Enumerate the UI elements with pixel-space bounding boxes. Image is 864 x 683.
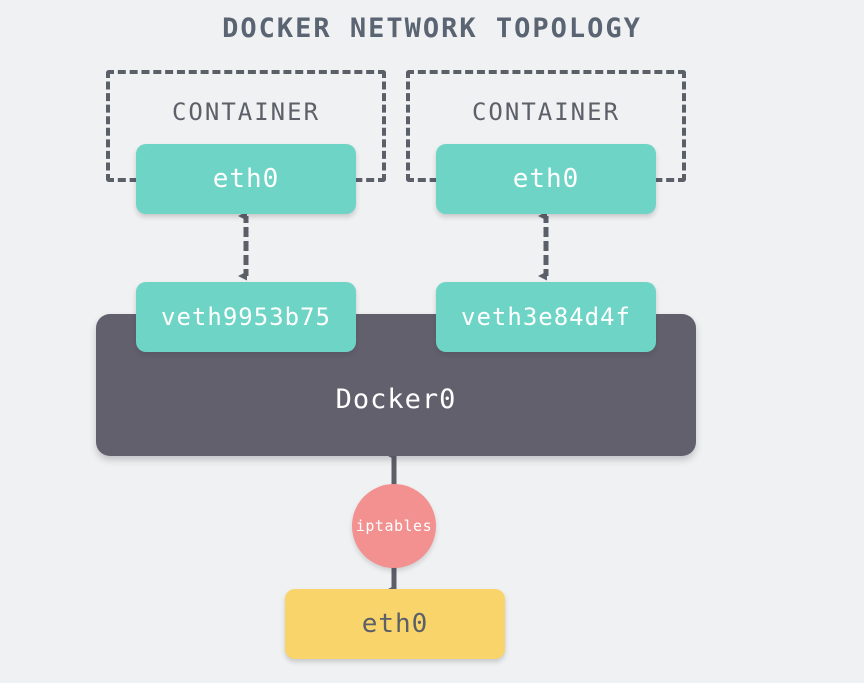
- iptables-node[interactable]: iptables: [352, 484, 436, 568]
- veth-interface-1-label: veth9953b75: [161, 303, 331, 331]
- veth-interface-1[interactable]: veth9953b75: [136, 282, 356, 352]
- container-1-eth0-interface[interactable]: eth0: [136, 144, 356, 214]
- page-title: DOCKER NETWORK TOPOLOGY: [222, 13, 642, 44]
- container-2-eth0-label: eth0: [512, 164, 580, 194]
- container-frame-2-label: CONTAINER: [471, 98, 621, 126]
- host-eth0-interface[interactable]: eth0: [285, 589, 505, 659]
- iptables-label: iptables: [355, 517, 433, 535]
- container-1-eth0-label: eth0: [212, 164, 280, 194]
- veth-interface-2[interactable]: veth3e84d4f: [436, 282, 656, 352]
- docker0-bridge-label: Docker0: [335, 383, 457, 415]
- host-eth0-label: eth0: [361, 609, 429, 639]
- container-frame-1-label: CONTAINER: [171, 98, 321, 126]
- veth-interface-2-label: veth3e84d4f: [461, 303, 631, 331]
- container-2-eth0-interface[interactable]: eth0: [436, 144, 656, 214]
